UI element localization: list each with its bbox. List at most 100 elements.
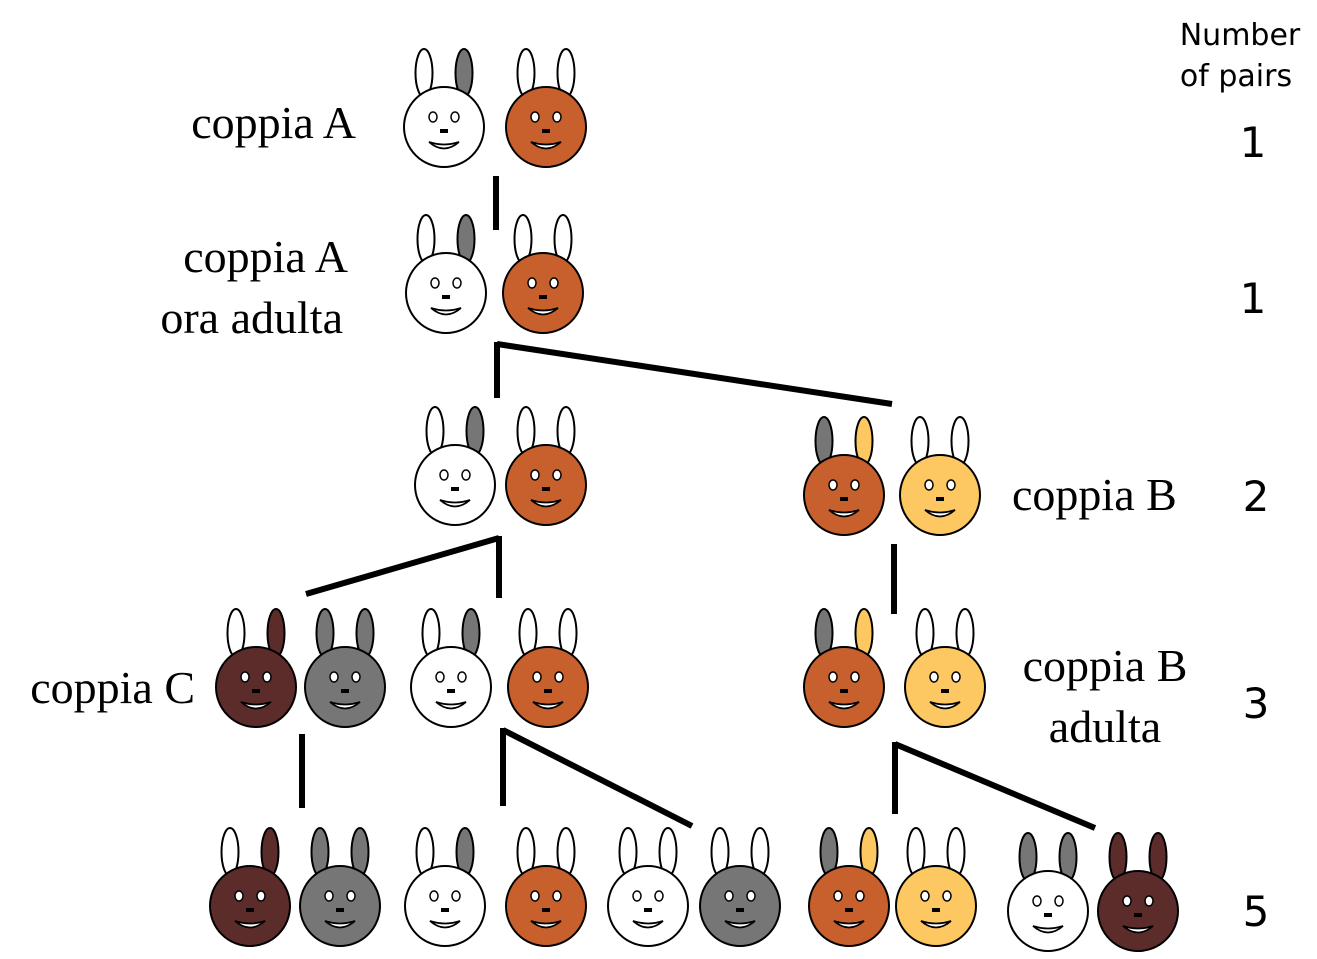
rabbit-mouth (920, 920, 952, 929)
rabbit-left-eye (1032, 895, 1042, 907)
rabbit-right-eye (461, 469, 471, 481)
rabbit-nose (542, 487, 550, 491)
rabbit-left-eye (430, 277, 440, 289)
rabbit-right-eye (552, 890, 562, 902)
rabbit (304, 608, 386, 728)
rabbit-head (808, 865, 890, 947)
rabbit-mouth (828, 509, 860, 518)
rabbit-mouth (530, 141, 562, 150)
rabbit-right-eye (552, 111, 562, 123)
rabbit-left-eye (329, 671, 339, 683)
rabbit-head (505, 444, 587, 526)
rabbit-right-eye (654, 890, 664, 902)
rabbit-mouth (429, 920, 461, 929)
rabbit-mouth (530, 920, 562, 929)
edge-b-to-new-gen4 (893, 741, 1097, 831)
rabbit-right-eye (549, 277, 559, 289)
rabbit-left-eye (920, 890, 930, 902)
rabbit-nose (451, 487, 459, 491)
pair-count-gen2: 1 (1240, 274, 1267, 323)
rabbit-head (215, 646, 297, 728)
rabbit (502, 214, 584, 334)
rabbit (209, 827, 291, 947)
rabbit-right-eye (850, 479, 860, 491)
rabbit-nose (932, 908, 940, 912)
rabbit (803, 608, 885, 728)
rabbit-mouth (428, 141, 460, 150)
rabbit-head (414, 444, 496, 526)
rabbit-head (505, 865, 587, 947)
rabbit-head (803, 454, 885, 536)
rabbit (895, 827, 977, 947)
rabbit-right-eye (1054, 895, 1064, 907)
rabbit (904, 608, 986, 728)
rabbit-head (904, 646, 986, 728)
rabbit-nose (840, 497, 848, 501)
rabbit (405, 214, 487, 334)
rabbit (1007, 832, 1089, 952)
rabbit-left-eye (1122, 895, 1132, 907)
rabbit (1097, 832, 1179, 952)
rabbit-nose (736, 908, 744, 912)
rabbit-left-eye (929, 671, 939, 683)
rabbit (699, 827, 781, 947)
rabbit-right-eye (855, 890, 865, 902)
rabbit-head (502, 252, 584, 334)
rabbit (414, 406, 496, 526)
rabbit (899, 416, 981, 536)
rabbit-mouth (929, 701, 961, 710)
rabbit-left-eye (527, 277, 537, 289)
rabbit-nose (442, 295, 450, 299)
rabbit-head (405, 252, 487, 334)
rabbit (404, 827, 486, 947)
rabbit-mouth (435, 701, 467, 710)
rabbit-right-eye (554, 671, 564, 683)
rabbit-mouth (828, 701, 860, 710)
rabbit (507, 608, 589, 728)
rabbit-left-eye (828, 671, 838, 683)
rabbit-nose (252, 689, 260, 693)
rabbit-mouth (532, 701, 564, 710)
rabbit-left-eye (234, 890, 244, 902)
rabbit-nose (447, 689, 455, 693)
rabbit-mouth (430, 307, 462, 316)
pair-count-gen5: 5 (1243, 887, 1270, 936)
rabbit-head (899, 454, 981, 536)
label-pair-a-adult-line1: coppia A (183, 231, 348, 282)
rabbit-head (299, 865, 381, 947)
rabbit-mouth (833, 920, 865, 929)
edge-a-to-new-gen4 (501, 727, 694, 829)
rabbit-left-eye (530, 111, 540, 123)
rabbit-mouth (240, 701, 272, 710)
rabbit-head (1007, 870, 1089, 952)
rabbit-nose (544, 689, 552, 693)
rabbit (808, 827, 890, 947)
label-pair-a-adult-line2: ora adulta (160, 292, 343, 343)
rabbit-nose (542, 908, 550, 912)
rabbit (505, 406, 587, 526)
rabbit-mouth (1122, 925, 1154, 934)
rabbit (215, 608, 297, 728)
pair-labels: coppia A coppia A ora adulta coppia B co… (30, 97, 1187, 752)
rabbit-nose (1134, 913, 1142, 917)
rabbit-mouth (1032, 925, 1064, 934)
rabbit-left-eye (428, 111, 438, 123)
label-pair-b-adult-line1: coppia B (1023, 640, 1188, 691)
rabbit-head (507, 646, 589, 728)
rabbit-nose (1044, 913, 1052, 917)
rabbit (299, 827, 381, 947)
tree-connectors (299, 176, 1097, 831)
rabbit-right-eye (1144, 895, 1154, 907)
rabbit-head (607, 865, 689, 947)
rabbit-mouth (924, 509, 956, 518)
rabbit-nose (840, 689, 848, 693)
rabbit-mouth (324, 920, 356, 929)
rabbit-head (410, 646, 492, 728)
pair-count-gen4: 3 (1243, 679, 1270, 728)
rabbit (505, 48, 587, 168)
rabbit-left-eye (828, 479, 838, 491)
rabbit-mouth (724, 920, 756, 929)
pair-count-gen3: 2 (1243, 472, 1270, 521)
rabbit-right-eye (850, 671, 860, 683)
